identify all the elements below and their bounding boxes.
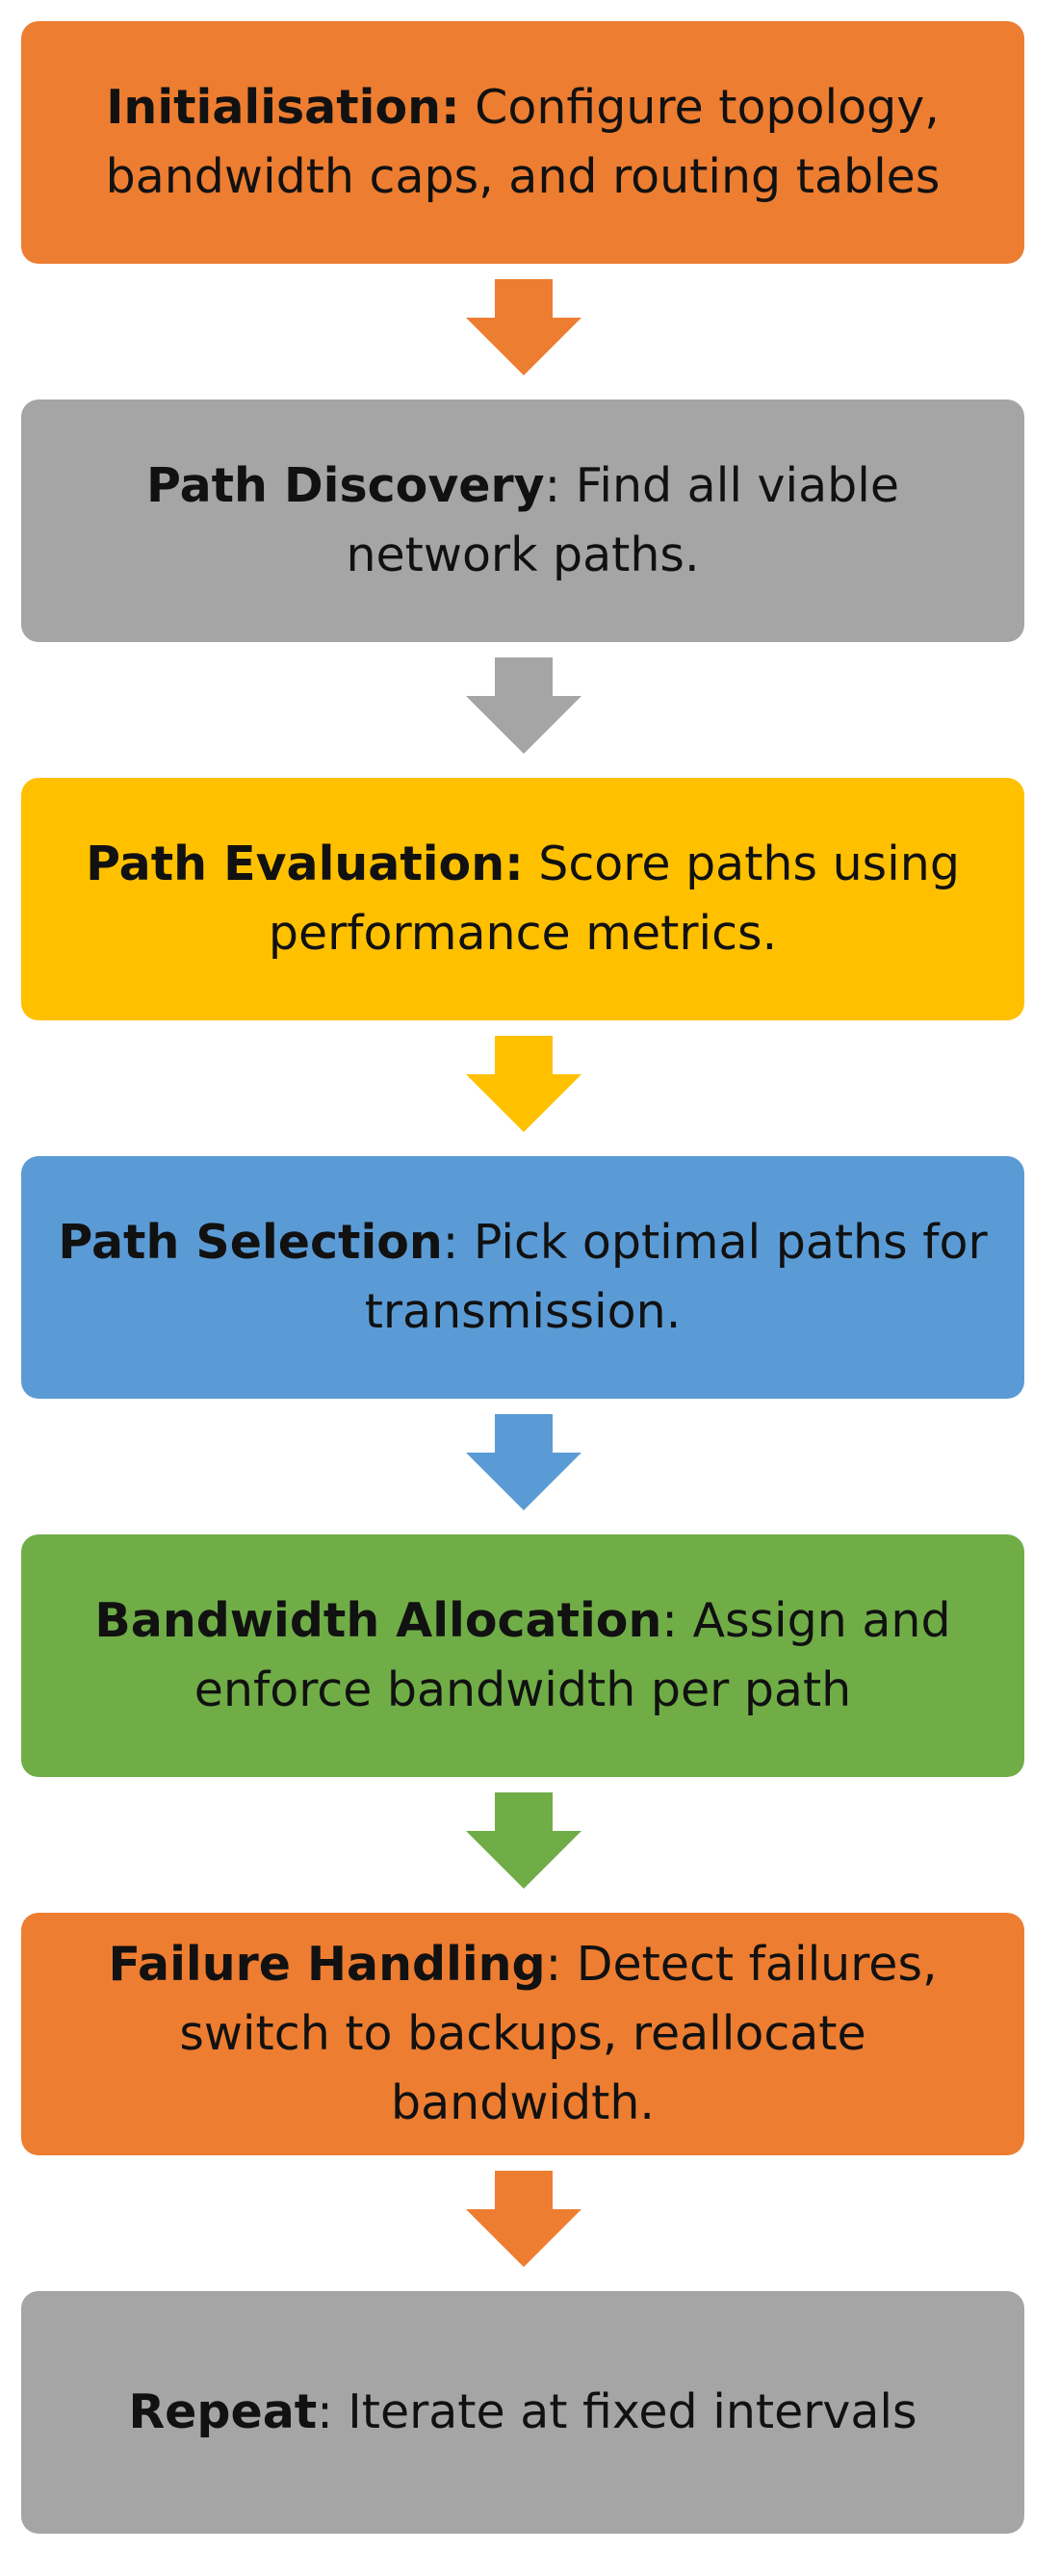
step-description: : Find all viable network paths. bbox=[346, 458, 900, 582]
step-description: : Detect failures, switch to backups, re… bbox=[179, 1937, 938, 2130]
step-title: Path Selection bbox=[58, 1215, 443, 1270]
step-text: Initialisation: Configure topology, band… bbox=[50, 73, 995, 212]
step-failure-handling: Failure Handling: Detect failures, switc… bbox=[21, 1913, 1024, 2155]
step-bandwidth-allocation: Bandwidth Allocation: Assign and enforce… bbox=[21, 1534, 1024, 1777]
step-text: Bandwidth Allocation: Assign and enforce… bbox=[50, 1586, 995, 1725]
down-arrow-icon bbox=[466, 2171, 581, 2267]
step-title: Failure Handling bbox=[108, 1937, 546, 1992]
step-text: Failure Handling: Detect failures, switc… bbox=[50, 1930, 995, 2138]
step-description: Score paths using performance metrics. bbox=[268, 837, 960, 961]
step-text: Path Evaluation: Score paths using perfo… bbox=[50, 830, 995, 968]
down-arrow-icon bbox=[466, 1792, 581, 1889]
down-arrow-icon bbox=[466, 1414, 581, 1510]
step-description: : Pick optimal paths for transmission. bbox=[364, 1215, 988, 1339]
step-initialisation: Initialisation: Configure topology, band… bbox=[21, 21, 1024, 264]
step-description: Configure topology, bandwidth caps, and … bbox=[105, 80, 941, 204]
step-title: Path Evaluation: bbox=[86, 837, 524, 891]
step-text: Path Selection: Pick optimal paths for t… bbox=[50, 1208, 995, 1347]
step-text: Repeat: Iterate at fixed intervals bbox=[128, 2378, 917, 2447]
step-description: : Iterate at fixed intervals bbox=[317, 2384, 917, 2439]
step-path-evaluation: Path Evaluation: Score paths using perfo… bbox=[21, 778, 1024, 1020]
step-description: : Assign and enforce bandwidth per path bbox=[194, 1593, 951, 1717]
down-arrow-icon bbox=[466, 1036, 581, 1132]
step-path-selection: Path Selection: Pick optimal paths for t… bbox=[21, 1156, 1024, 1399]
step-title: Path Discovery bbox=[145, 458, 545, 513]
step-path-discovery: Path Discovery: Find all viable network … bbox=[21, 399, 1024, 642]
down-arrow-icon bbox=[466, 279, 581, 375]
step-title: Bandwidth Allocation bbox=[94, 1593, 662, 1648]
down-arrow-icon bbox=[466, 657, 581, 754]
step-title: Repeat bbox=[128, 2384, 318, 2439]
step-repeat: Repeat: Iterate at fixed intervals bbox=[21, 2291, 1024, 2534]
step-title: Initialisation: bbox=[106, 80, 460, 135]
step-text: Path Discovery: Find all viable network … bbox=[50, 451, 995, 590]
